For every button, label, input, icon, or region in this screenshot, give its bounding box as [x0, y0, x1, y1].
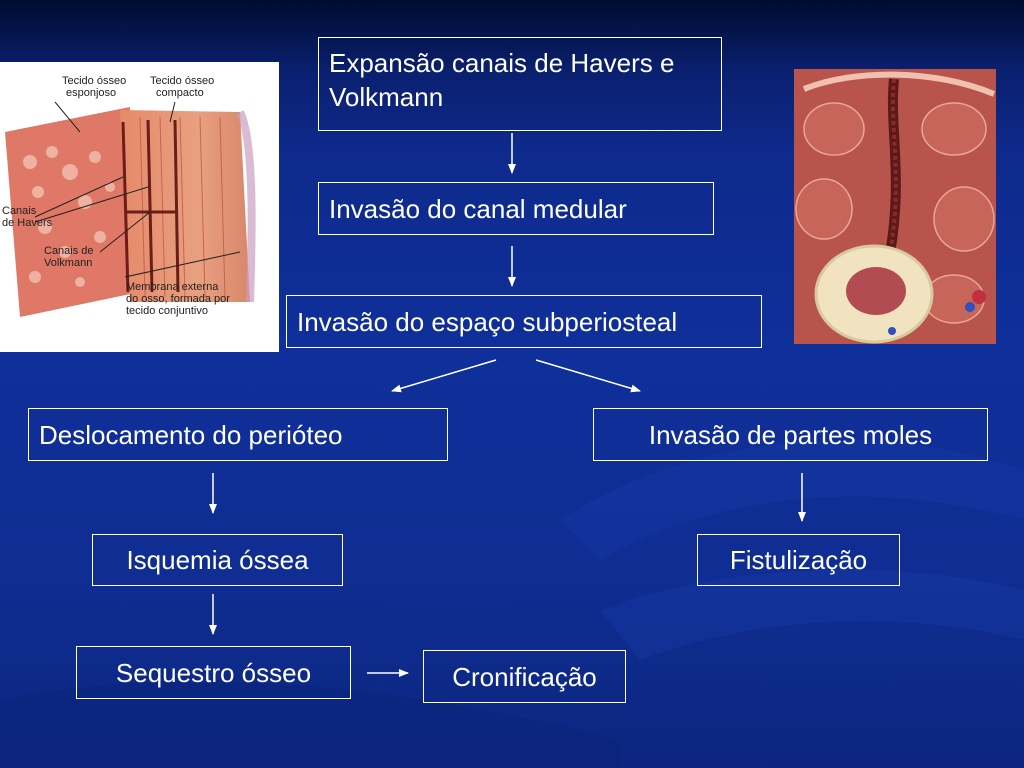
box-invasao-canal-medular: Invasão do canal medular [318, 182, 714, 235]
box-expansao-canais-text: Expansão canais de Havers e Volkmann [329, 48, 674, 112]
box-fistulizacao-text: Fistulização [730, 543, 867, 577]
box-cronificacao-text: Cronificação [452, 660, 597, 694]
box-invasao-canal-medular-text: Invasão do canal medular [329, 192, 627, 226]
box-invasao-partes-moles-text: Invasão de partes moles [649, 418, 932, 452]
box-expansao-canais: Expansão canais de Havers e Volkmann [318, 37, 722, 131]
box-sequestro-osseo: Sequestro ósseo [76, 646, 351, 699]
box-invasao-subperiosteal: Invasão do espaço subperiosteal [286, 295, 762, 348]
box-deslocamento-periosteo-text: Deslocamento do perióteo [39, 418, 343, 452]
box-invasao-partes-moles: Invasão de partes moles [593, 408, 988, 461]
box-deslocamento-periosteo: Deslocamento do perióteo [28, 408, 448, 461]
arrow-subperiosteal-to-periosteo [392, 360, 496, 391]
box-sequestro-osseo-text: Sequestro ósseo [116, 656, 311, 690]
arrow-subperiosteal-to-partes-moles [536, 360, 640, 391]
box-fistulizacao: Fistulização [697, 534, 900, 586]
box-cronificacao: Cronificação [423, 650, 626, 703]
box-isquemia-ossea-text: Isquemia óssea [126, 543, 308, 577]
box-invasao-subperiosteal-text: Invasão do espaço subperiosteal [297, 305, 677, 339]
box-isquemia-ossea: Isquemia óssea [92, 534, 343, 586]
